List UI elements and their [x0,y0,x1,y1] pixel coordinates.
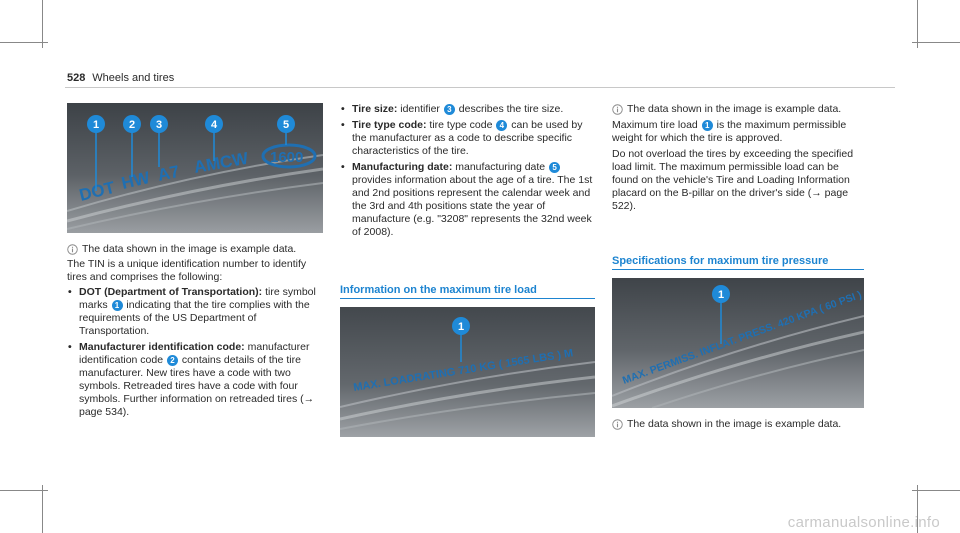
section-title-max-load: Information on the maximum tire load [340,284,537,296]
tire-sidewall-image-tin: DOT HW A7 AMCW 1600 1 2 3 4 5 [67,103,323,233]
left-column: The data shown in the image is example d… [67,243,325,422]
tire-text-a7: A7 [156,162,181,185]
tire-sidewall-image-max-pressure: MAX. PERMISS. INFLAT. PRESS. 420 KPA ( 6… [612,278,864,408]
list-item: •Tire size: identifier 3 describes the t… [341,103,564,115]
tin-bullet-list-cont: •Tire size: identifier 3 describes the t… [340,103,595,239]
middle-column: •Tire size: identifier 3 describes the t… [340,103,595,242]
tin-bullet-list: •DOT (Department of Transportation): tir… [67,286,325,419]
crop-mark [917,0,918,48]
list-item: •Tire type code: tire type code 4 can be… [341,119,583,157]
info-icon [612,104,623,115]
crop-mark [42,0,43,48]
note-text: The data shown in the image is example d… [627,418,842,430]
intro-paragraph: The TIN is a unique identification numbe… [67,258,307,283]
svg-text:5: 5 [283,119,289,131]
note: The data shown in the image is example d… [612,418,864,431]
tire-text-date: 1600 [270,149,303,166]
svg-text:4: 4 [211,119,218,131]
crop-mark [912,42,960,43]
crop-mark [42,485,43,533]
tire-sidewall-image-max-load: MAX. LOADRATING 710 KG ( 1565 LBS ) M 1 [340,307,595,437]
page-title: Wheels and tires [92,72,175,84]
info-icon [612,419,623,430]
callout-badge: 1 [701,120,713,131]
max-load-paragraph: Maximum tire load 1 is the maximum permi… [612,119,847,144]
section-divider [612,269,864,270]
right-column: The data shown in the image is example d… [612,103,864,213]
note-text: The data shown in the image is example d… [627,103,842,115]
crop-mark [0,42,48,43]
crop-mark [912,490,960,491]
callout-badge: 5 [549,162,561,173]
watermark: carmanualsonline.info [787,514,940,531]
crop-mark [0,490,48,491]
callout-badge: 1 [111,300,123,311]
callout-badge: 2 [166,355,178,366]
info-icon [67,244,78,255]
overload-paragraph: Do not overload the tires by exceeding t… [612,148,854,212]
svg-text:2: 2 [129,119,135,131]
svg-text:1: 1 [93,119,99,131]
page-header: 528 Wheels and tires [67,72,174,85]
note-text: The data shown in the image is example d… [82,243,297,255]
list-item: •Manufacturing date: manufacturing date … [341,161,593,238]
header-divider [65,87,895,88]
callout-badge: 4 [496,120,508,131]
crop-mark [917,485,918,533]
note: The data shown in the image is example d… [612,103,864,116]
section-title-max-pressure: Specifications for maximum tire pressure [612,255,829,267]
list-item: •Manufacturer identification code: manuf… [68,341,315,418]
right-column-note: The data shown in the image is example d… [612,418,864,431]
page-number: 528 [67,72,86,84]
callout-badge: 3 [443,104,455,115]
section-divider [340,298,595,299]
list-item: •DOT (Department of Transportation): tir… [68,286,316,337]
svg-text:3: 3 [156,119,162,131]
callout-badge: 1 [458,321,464,333]
tire-date-oval [261,143,317,169]
callout-badge: 1 [718,289,724,301]
note: The data shown in the image is example d… [67,243,325,256]
